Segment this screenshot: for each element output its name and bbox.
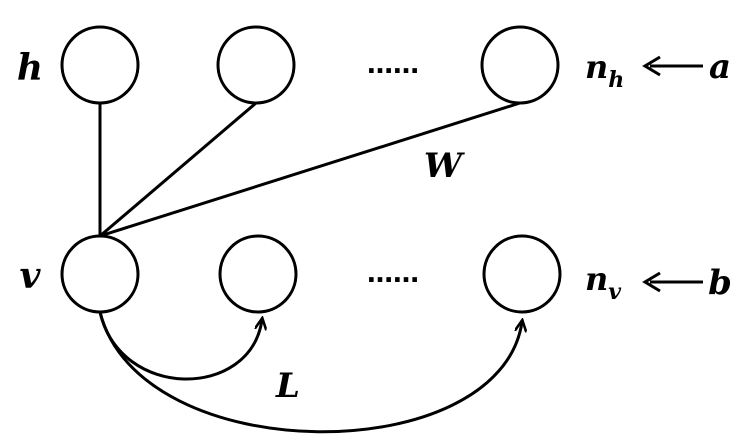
visible-count-base: n bbox=[585, 260, 608, 298]
weight-edge-3 bbox=[99, 101, 521, 238]
visible-node-last bbox=[482, 234, 562, 314]
visible-layer-label: v bbox=[20, 255, 42, 297]
visible-ellipsis: …… bbox=[367, 259, 419, 289]
hidden-node-1 bbox=[60, 25, 140, 105]
hidden-count-base: n bbox=[585, 48, 608, 86]
lateral-edge-2 bbox=[98, 311, 522, 434]
hidden-bias-label: a bbox=[709, 47, 731, 87]
visible-bias-label: b bbox=[708, 263, 732, 303]
visible-count-label: nv bbox=[585, 260, 621, 305]
lateral-edge-1 bbox=[98, 311, 262, 381]
weight-label: W bbox=[424, 146, 465, 186]
hidden-bias-arrowhead bbox=[642, 55, 661, 77]
weight-edge-2 bbox=[99, 101, 257, 238]
hidden-ellipsis: …… bbox=[367, 50, 419, 80]
hidden-count-sub: h bbox=[608, 67, 624, 93]
hidden-node-last bbox=[480, 25, 560, 105]
lateral-label: L bbox=[275, 366, 300, 406]
hidden-node-2 bbox=[216, 25, 296, 105]
visible-node-1 bbox=[60, 234, 140, 314]
visible-count-sub: v bbox=[608, 279, 621, 305]
hidden-layer-label: h bbox=[17, 47, 43, 89]
hidden-count-label: nh bbox=[585, 48, 624, 93]
visible-bias-arrowhead bbox=[642, 271, 661, 293]
visible-node-2 bbox=[218, 234, 298, 314]
